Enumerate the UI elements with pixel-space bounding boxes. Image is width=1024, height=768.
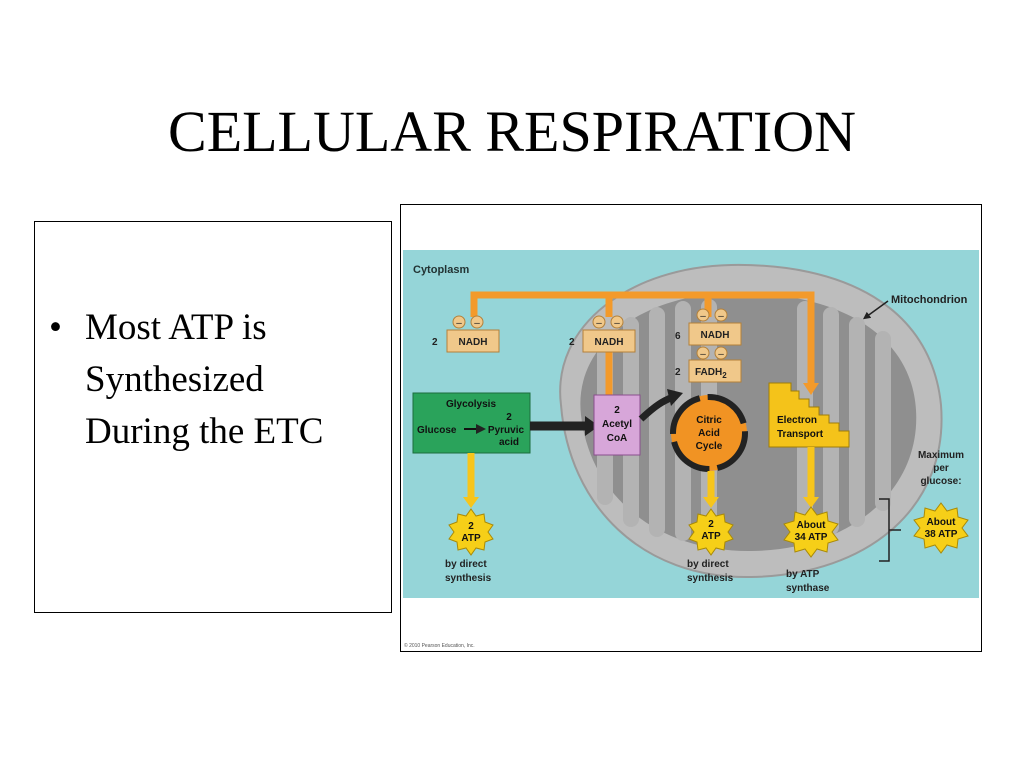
svg-text:NADH: NADH [701,330,730,341]
svg-text:2: 2 [614,405,620,416]
arrowhead [703,497,719,508]
acetyl-coa-box: 2 Acetyl CoA [593,394,641,456]
glycolysis-box: Glycolysis Glucose 2 Pyruvic acid [412,392,531,454]
atp-burst-citric: 2 ATP [688,508,734,556]
svg-text:CoA: CoA [607,433,628,444]
nadh-box-2: 2 NADH – – [569,315,636,353]
atp-arrows [467,447,815,497]
svg-text:Electron: Electron [777,415,817,426]
svg-text:Glucose: Glucose [417,425,457,436]
max-label: Maximum [918,450,964,461]
svg-text:About: About [927,517,957,528]
svg-text:2: 2 [468,521,474,532]
svg-text:–: – [700,311,706,322]
svg-text:–: – [596,318,602,329]
atp2-note: by direct [687,559,729,570]
svg-text:NADH: NADH [595,337,624,348]
bullet-list: • Most ATP is Synthesized During the ETC [49,302,384,458]
svg-text:2: 2 [569,337,575,348]
svg-text:Pyruvic: Pyruvic [488,425,525,436]
atp-burst-glycolysis: 2 ATP [448,508,494,556]
svg-text:–: – [456,318,462,329]
slide-title: CELLULAR RESPIRATION [168,99,856,164]
atp2-note: synthesis [687,573,734,584]
svg-text:Transport: Transport [777,429,824,440]
svg-text:2: 2 [675,367,681,378]
respiration-diagram: Cytoplasm Mitochondrion 2 NADH – – 2 NAD… [400,204,982,652]
copyright: © 2010 Pearson Education, Inc. [404,642,475,649]
bullet-dot-icon: • [49,307,62,348]
svg-text:Glycolysis: Glycolysis [446,399,496,410]
cytoplasm-label: Cytoplasm [413,264,469,276]
svg-text:–: – [614,318,620,329]
svg-text:34 ATP: 34 ATP [795,532,828,543]
svg-text:6: 6 [675,331,681,342]
svg-text:38 ATP: 38 ATP [925,529,958,540]
electron-transport-box: Electron Transport [768,382,850,448]
svg-text:2: 2 [432,337,438,348]
etc-arrowhead [803,383,819,395]
arrowhead [463,497,479,508]
svg-text:acid: acid [499,437,519,448]
svg-text:–: – [718,311,724,322]
svg-text:Acid: Acid [698,428,720,439]
svg-text:–: – [474,318,480,329]
svg-text:2: 2 [506,412,512,423]
svg-text:Cycle: Cycle [696,441,723,452]
nadh-box-1: 2 NADH – – [432,315,500,353]
acetyl-arrowhead [667,389,683,406]
atp3-note: synthase [786,583,830,594]
max-label: per [933,463,949,474]
svg-text:Acetyl: Acetyl [602,419,632,430]
fadh-box: 2 FADH2 – – [675,346,742,383]
svg-text:FADH2: FADH2 [695,367,727,380]
bullet-item: • Most ATP is Synthesized During the ETC [49,302,384,458]
atp3-note: by ATP [786,569,820,580]
atp1-note: by direct [445,559,487,570]
citric-acid-cycle: Citric Acid Cycle [670,394,748,472]
bullet-line: Most ATP is [85,307,267,348]
pyruvate-arrowhead [585,416,599,436]
mitochondrion-label: Mitochondrion [891,294,968,306]
bullet-textbox: • Most ATP is Synthesized During the ETC [34,221,392,613]
svg-text:Citric: Citric [696,415,722,426]
bullet-line: During the ETC [85,411,324,452]
max-label: glucose: [920,476,961,487]
atp-burst-etc: About 34 ATP [783,506,839,558]
arrowhead [803,497,819,508]
bullet-line: Synthesized [85,359,264,400]
svg-text:ATP: ATP [701,531,721,542]
atp-burst-total: About 38 ATP [913,502,969,554]
svg-text:–: – [718,349,724,360]
mitochondrion-pointer [862,300,889,320]
svg-text:ATP: ATP [461,533,481,544]
svg-text:2: 2 [708,519,714,530]
svg-text:NADH: NADH [459,337,488,348]
svg-text:About: About [797,520,827,531]
svg-text:–: – [700,349,706,360]
atp1-note: synthesis [445,573,492,584]
diagram-svg: Cytoplasm Mitochondrion 2 NADH – – 2 NAD… [403,250,979,649]
nadh-box-3: 6 NADH – – [675,308,742,346]
